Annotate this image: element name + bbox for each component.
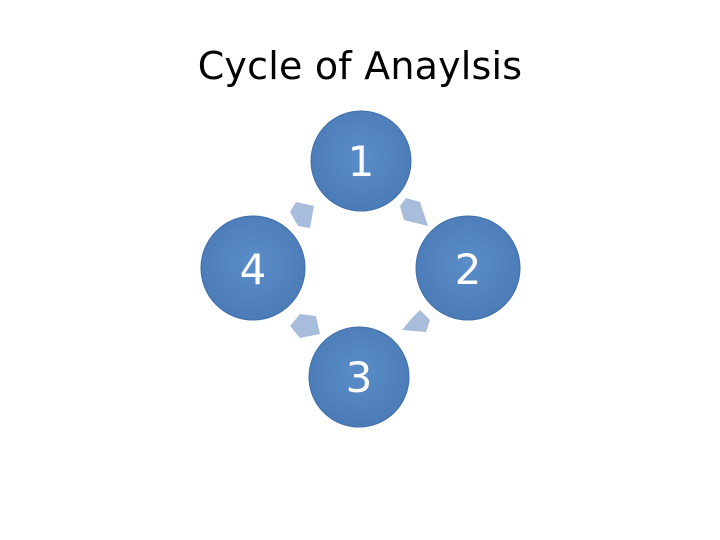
- node-2: 2: [415, 215, 521, 321]
- node-3-label: 3: [346, 353, 373, 402]
- arrow-1-to-2: [400, 198, 428, 226]
- arrow-2-to-3: [402, 310, 430, 332]
- node-4-label: 4: [240, 245, 267, 294]
- arrow-4-to-1: [290, 202, 314, 228]
- node-4: 4: [200, 215, 306, 321]
- cycle-arrows: [290, 198, 430, 338]
- arrow-3-to-4: [290, 314, 320, 338]
- node-1-label: 1: [348, 137, 375, 186]
- node-3: 3: [308, 326, 410, 428]
- page-title: Cycle of Anaylsis: [197, 44, 523, 88]
- node-2-label: 2: [455, 245, 482, 294]
- node-1: 1: [310, 110, 412, 212]
